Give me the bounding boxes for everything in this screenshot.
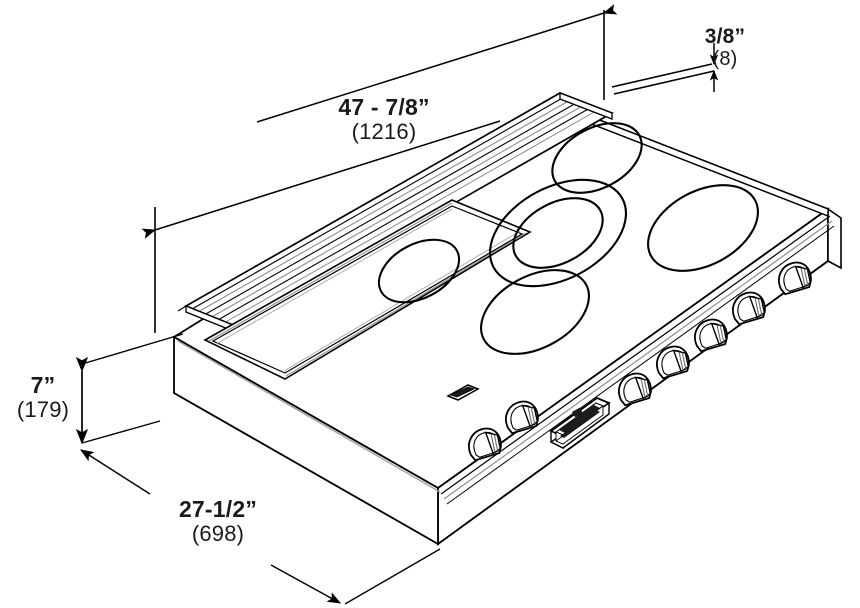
left-panel-shade xyxy=(177,340,441,493)
zone-rear-right[interactable] xyxy=(541,109,654,207)
knob-6[interactable] xyxy=(730,290,768,326)
cooking-zone-group xyxy=(368,109,773,371)
dim-label-overall-depth: 27-1/2” (698) xyxy=(134,496,302,546)
dim-width-arrow-left xyxy=(141,120,501,239)
right-end-panel xyxy=(827,207,842,270)
control-knob-group xyxy=(466,260,814,462)
dim-height-ext-top xyxy=(81,333,184,365)
dim-width-metric: (1216) xyxy=(351,118,417,144)
dim-height-ext-bottom xyxy=(81,420,161,444)
dim-depth xyxy=(80,449,441,605)
knob-1[interactable] xyxy=(466,426,504,462)
left-panel-bottom-edge xyxy=(173,392,439,545)
dimension-annotations xyxy=(75,4,719,605)
back-rail xyxy=(177,92,614,339)
knob-7[interactable] xyxy=(776,260,814,296)
dim-depth-arrow-lower xyxy=(270,564,341,604)
knob-4[interactable] xyxy=(654,344,692,380)
zone-rear-left[interactable] xyxy=(368,227,469,315)
dim-height xyxy=(75,333,184,445)
dim-depth-ext-right xyxy=(344,548,441,605)
dim-label-overall-width: 47 - 7/8” (1216) xyxy=(268,94,500,144)
knob-2[interactable] xyxy=(503,399,541,435)
display-readout xyxy=(559,405,600,433)
dim-label-edge-thickness: 3/8” (8) xyxy=(660,26,790,70)
zone-front-right[interactable] xyxy=(634,168,773,289)
griddle-plate[interactable] xyxy=(203,199,532,401)
knob-3[interactable] xyxy=(616,371,654,407)
dim-width-arrow-right xyxy=(256,4,618,123)
dim-height-metric: (179) xyxy=(16,396,70,422)
dim-depth-metric: (698) xyxy=(191,520,245,546)
dim-width-imperial: 47 - 7/8” xyxy=(338,94,430,120)
dim-depth-arrow-upper xyxy=(80,449,151,495)
dim-height-imperial: 7” xyxy=(30,372,56,398)
knob-5[interactable] xyxy=(692,317,730,353)
dim-thickness-imperial: 3/8” xyxy=(704,25,746,48)
control-display-panel[interactable] xyxy=(549,396,611,450)
zone-front-left[interactable] xyxy=(467,253,603,371)
griddle-handle-slot[interactable] xyxy=(446,384,480,401)
range-top-body xyxy=(172,63,842,546)
dim-label-overall-height: 7” (179) xyxy=(0,372,86,422)
dim-depth-imperial: 27-1/2” xyxy=(178,496,258,522)
dim-width xyxy=(141,4,618,333)
dim-thickness-metric: (8) xyxy=(712,47,738,70)
back-right-top-edge xyxy=(611,63,715,95)
zone-center[interactable] xyxy=(472,158,644,308)
